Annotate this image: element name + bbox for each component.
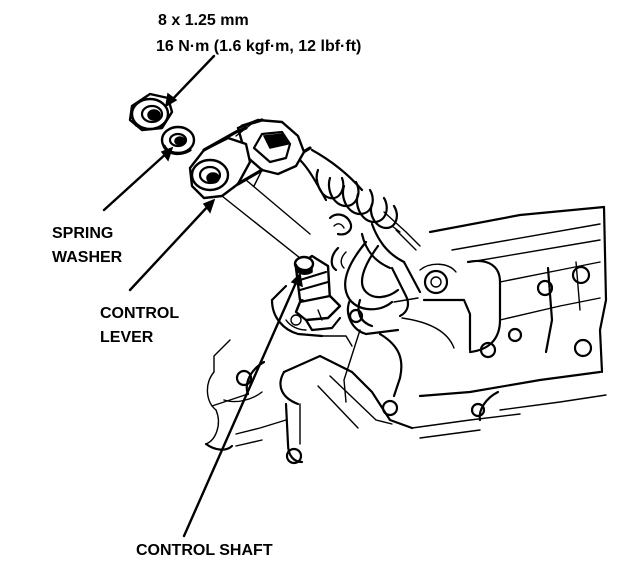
spring-washer <box>160 125 196 156</box>
labels: 8 x 1.25 mm 16 N·m (1.6 kgf·m, 12 lbf·ft… <box>52 12 361 559</box>
spring-washer-label-line1: SPRING <box>52 225 113 242</box>
shift-cable <box>298 146 422 336</box>
control-lever-label-line2: LEVER <box>100 329 154 346</box>
leader-lines <box>102 54 303 538</box>
spring-washer-label-line2: WASHER <box>52 249 123 266</box>
transmission-housing <box>204 205 608 465</box>
bolt <box>128 92 174 132</box>
control-lever-label-line1: CONTROL <box>100 305 179 322</box>
control-shaft-label: CONTROL SHAFT <box>136 542 273 559</box>
control-lever <box>188 118 311 259</box>
bolt-size-spec: 8 x 1.25 mm <box>158 12 249 29</box>
torque-spec: 16 N·m (1.6 kgf·m, 12 lbf·ft) <box>156 38 361 55</box>
control-shaft <box>293 254 342 332</box>
